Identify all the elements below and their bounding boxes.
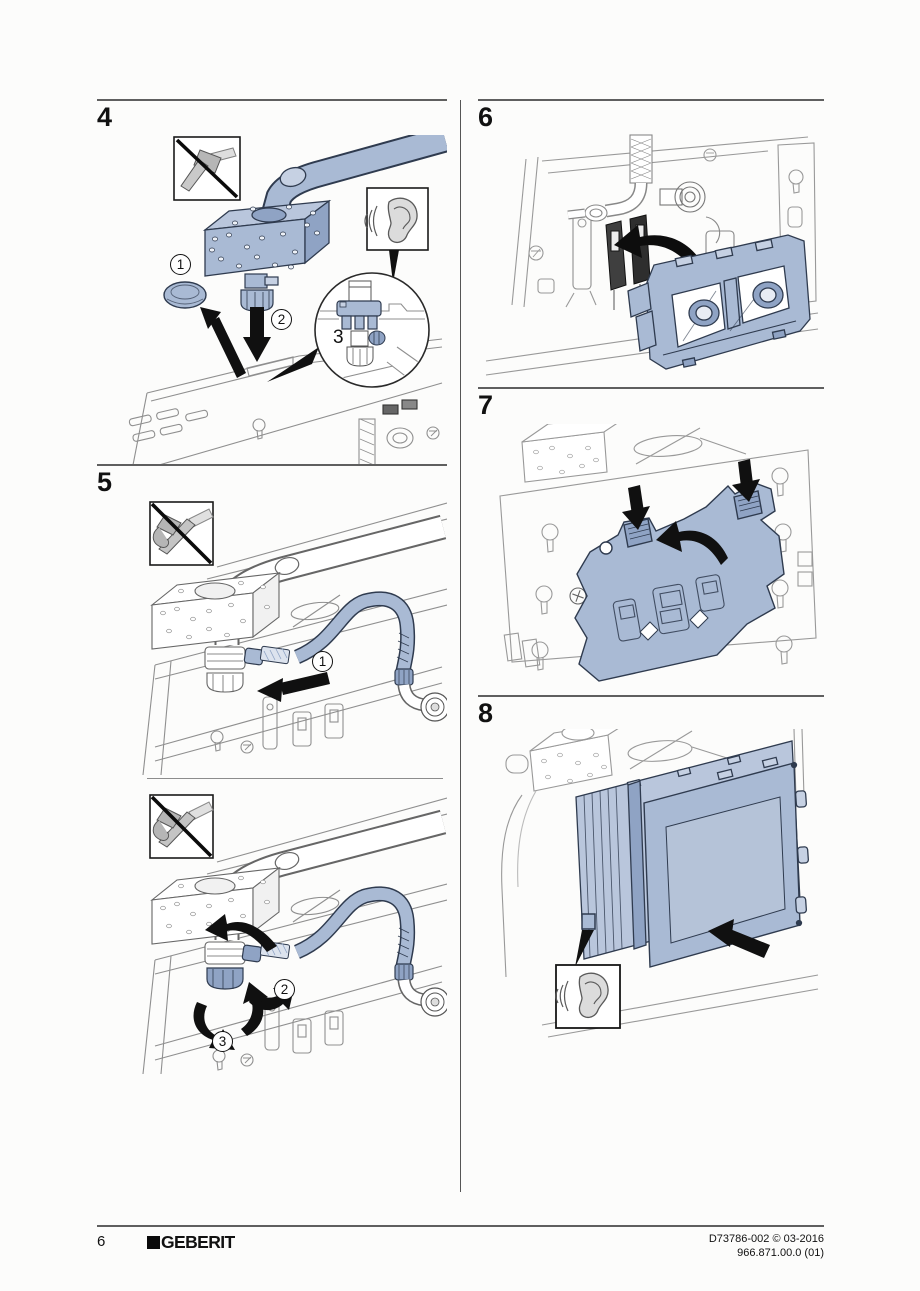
figure-4-number: 4 — [97, 102, 113, 132]
swivel-arrow — [656, 521, 728, 565]
outlet-valve — [240, 273, 279, 312]
union-connector — [204, 941, 246, 965]
footer-rule — [97, 1225, 824, 1227]
sealing-cap — [163, 281, 207, 309]
figure-5a-drawing — [142, 501, 447, 775]
detail-circle — [314, 272, 430, 388]
step-arrows — [200, 307, 319, 382]
figure-5a-illustration: 1 — [97, 497, 447, 775]
figure-8-drawing — [501, 729, 819, 1038]
page-number: 6 — [97, 1233, 106, 1250]
figure-7-illustration — [478, 424, 824, 692]
figure-6-illustration — [478, 133, 824, 383]
callout-2: 2 — [274, 979, 295, 1000]
figure-7-number: 7 — [478, 390, 494, 420]
cistern-line-art — [499, 424, 817, 671]
figure-4-drawing — [128, 135, 447, 465]
callout-1: 1 — [170, 254, 191, 275]
insert-arrow — [708, 919, 770, 958]
no-pipe-wrench-icon — [149, 501, 214, 566]
ear-pointer — [575, 930, 594, 967]
arrow-down — [250, 307, 264, 339]
figure-4-rule — [97, 99, 447, 101]
figure-5b-drawing — [142, 794, 447, 1075]
document-codes: D73786-002 © 03-2016 966.871.00.0 (01) — [709, 1233, 824, 1260]
insert-arrow — [614, 225, 704, 273]
figure-5-number: 5 — [97, 467, 113, 497]
figure-8-illustration — [478, 729, 824, 1039]
arrow-up-left — [200, 307, 221, 329]
document-code: D73786-002 © 03-2016 — [708, 1233, 824, 1245]
version-code: 966.871.00.0 (01) — [737, 1246, 824, 1259]
callout-1: 1 — [312, 651, 333, 672]
figure-7-rule — [478, 387, 824, 389]
no-pipe-wrench-icon — [149, 794, 214, 859]
blue-mounting-frame — [627, 234, 811, 370]
arrow-to-detail — [267, 347, 319, 382]
callout-2: 2 — [271, 309, 292, 330]
geberit-logo-square-icon — [147, 1236, 160, 1249]
click-tab — [581, 913, 596, 930]
protection-block — [150, 571, 281, 650]
water-supply-hose — [243, 591, 447, 722]
ear-pointer — [389, 250, 399, 283]
cistern-line-art — [501, 729, 819, 1038]
figure-8-rule — [478, 695, 824, 697]
blue-union-nut — [206, 944, 263, 990]
column-divider — [460, 100, 462, 1192]
step-arrow — [257, 672, 330, 702]
figure-8-number: 8 — [478, 698, 494, 728]
cistern-line-art — [128, 338, 443, 465]
protection-block — [202, 199, 332, 277]
geberit-logo: GEBERIT — [147, 1232, 235, 1252]
figure-4-illustration: 1 2 3 — [97, 135, 447, 465]
listen-ear-icon — [555, 964, 621, 1029]
callout-3: 3 — [333, 327, 344, 348]
geberit-logo-text: GEBERIT — [161, 1232, 235, 1252]
callout-3: 3 — [212, 1031, 233, 1052]
union-connector — [204, 646, 246, 693]
figure-6-number: 6 — [478, 102, 494, 132]
flush-bend-pipe — [259, 135, 447, 223]
figure-5-sub-separator — [147, 778, 443, 780]
blue-protection-box — [575, 740, 809, 968]
figure-6-rule — [478, 99, 824, 101]
blue-protection-plate — [574, 482, 785, 682]
press-arrows — [622, 459, 760, 565]
figure-7-drawing — [499, 424, 817, 682]
figure-5b-illustration: 2 3 — [97, 784, 447, 1084]
supply-hose-and-valve — [567, 134, 735, 258]
figure-5-rule — [97, 464, 447, 466]
no-hammer-icon — [173, 136, 241, 201]
figure-6-drawing — [485, 134, 819, 376]
listen-ear-icon — [364, 187, 429, 251]
